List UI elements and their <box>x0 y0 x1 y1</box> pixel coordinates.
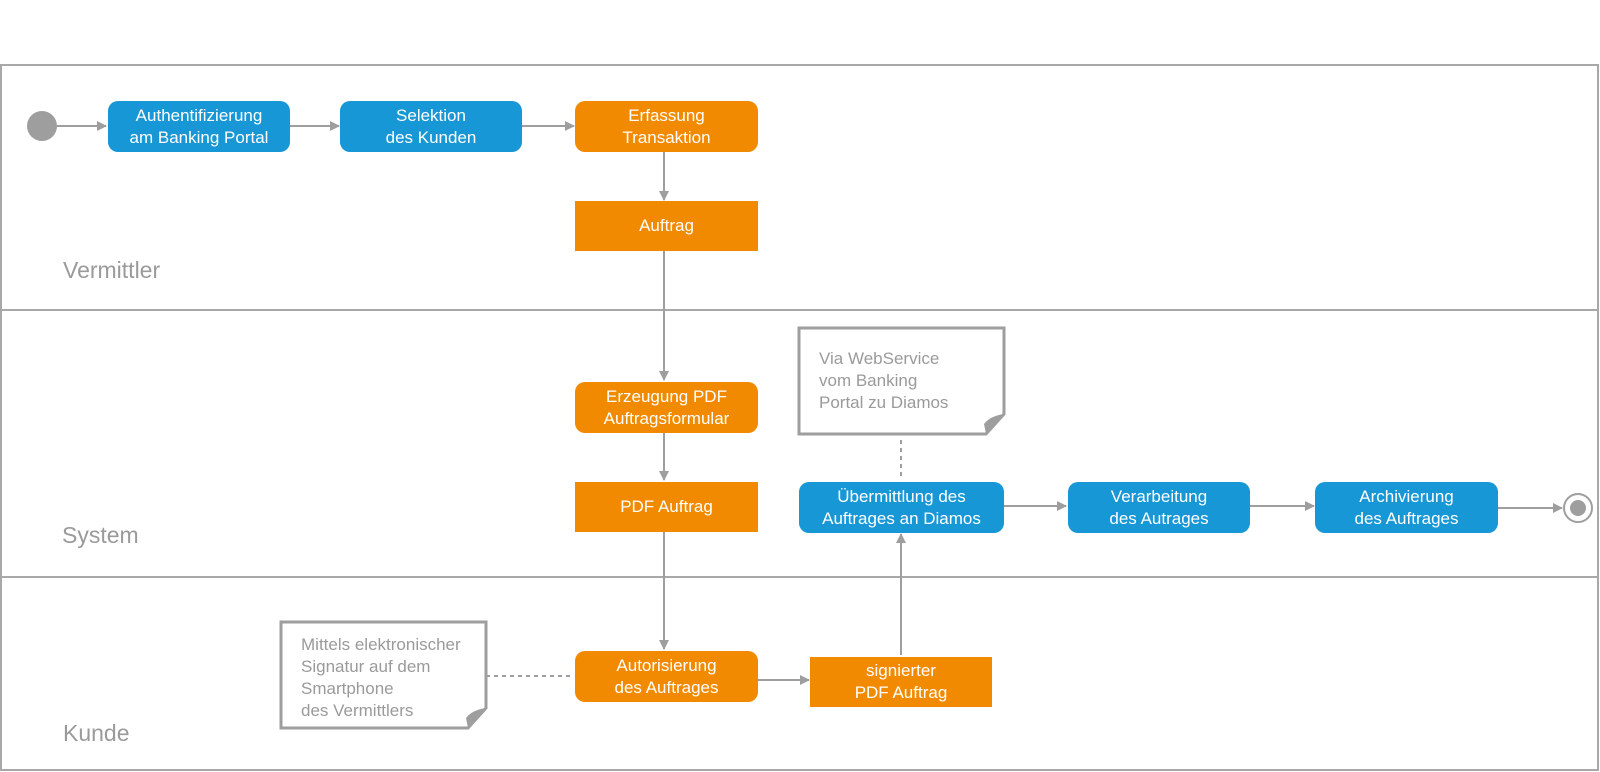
action-erfassung: Erfassung Transaktion <box>575 101 758 152</box>
lane-label-vermittler: Vermittler <box>63 257 161 283</box>
action-archivierung: Archivierung des Auftrages <box>1315 482 1498 533</box>
note-webservice-fold <box>984 414 1004 434</box>
action-selektion: Selektion des Kunden <box>340 101 522 152</box>
note-signatur-fold <box>466 708 486 728</box>
lane-label-kunde: Kunde <box>63 720 130 746</box>
object-auftrag: Auftrag <box>575 201 758 251</box>
action-verarbeitung: Verarbeitung des Autrages <box>1068 482 1250 533</box>
action-authentifizierung: Authentifizierung am Banking Portal <box>108 101 290 152</box>
note-webservice-text: Via WebService vom Banking Portal zu Dia… <box>819 349 949 412</box>
end-node-core <box>1570 500 1586 516</box>
object-signierter-pdf-auftrag: signierter PDF Auftrag <box>810 657 992 707</box>
action-erzeugung-pdf: Erzeugung PDF Auftragsformular <box>575 382 758 433</box>
swimlane-frame <box>0 64 1599 771</box>
lane-label-system: System <box>62 522 139 548</box>
start-node <box>27 111 57 141</box>
object-pdf-auftrag: PDF Auftrag <box>575 482 758 532</box>
note-signatur-text: Mittels elektronischer Signatur auf dem … <box>301 635 461 720</box>
action-uebermittlung: Übermittlung des Auftrages an Diamos <box>799 482 1004 533</box>
action-autorisierung: Autorisierung des Auftrages <box>575 651 758 702</box>
